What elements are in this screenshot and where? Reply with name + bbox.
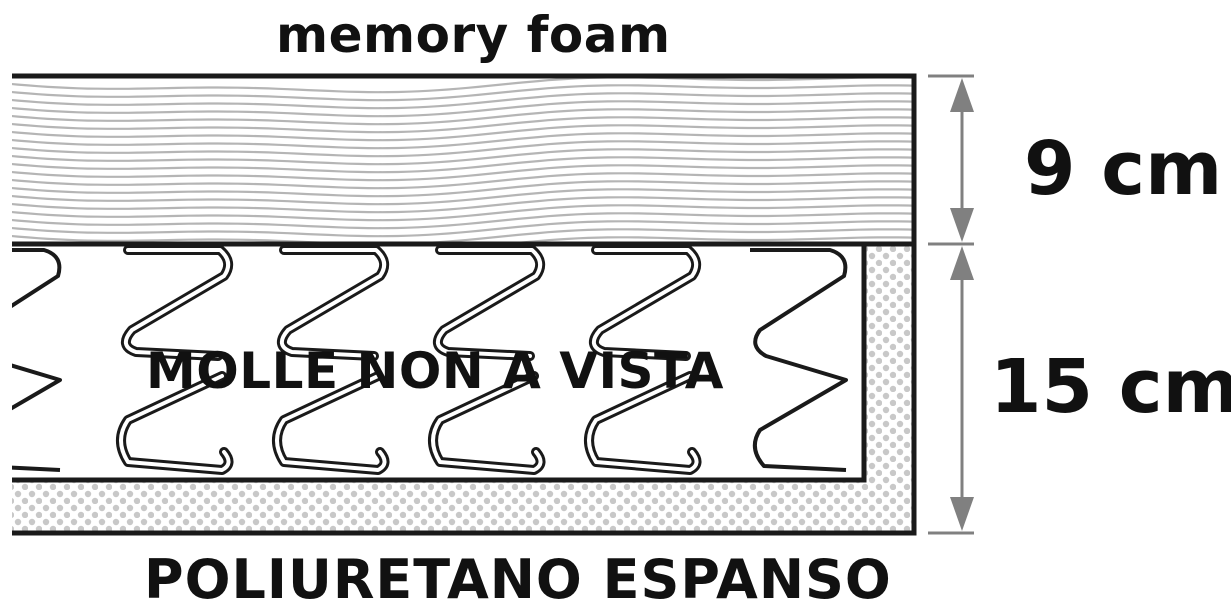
foam-wave-line	[12, 84, 912, 102]
spring-coil-highlight	[431, 248, 543, 472]
arrowhead-bottom-down	[950, 497, 974, 531]
spring-coil-highlight	[275, 248, 387, 472]
foam-wave-line	[12, 236, 912, 244]
foam-wave-line	[12, 148, 912, 166]
spring-coil-edge	[12, 248, 62, 472]
memory-foam-label: memory foam	[276, 6, 671, 64]
foam-wave-line	[12, 92, 912, 110]
foam-wave-line	[12, 124, 912, 142]
foam-wave-line	[12, 116, 912, 134]
spring-coil-highlight	[119, 248, 231, 472]
top-thickness-label: 9 cm	[1024, 126, 1223, 212]
spring-coil-edge	[750, 248, 848, 472]
springs-label: MOLLE NON A VISTA	[146, 342, 724, 400]
foam-wave-line	[12, 78, 912, 94]
foam-wave-line	[12, 156, 912, 174]
spring-coils	[12, 246, 848, 475]
foam-wave-line	[12, 188, 912, 206]
foam-wave-line	[12, 108, 912, 126]
foam-wave-lines	[12, 78, 912, 244]
foam-wave-line	[12, 180, 912, 198]
spring-coil-highlight	[587, 248, 699, 472]
foam-wave-line	[12, 212, 912, 230]
foam-wave-line	[12, 220, 912, 238]
foam-wave-line	[12, 228, 912, 244]
polyurethane-label: POLIURETANO ESPANSO	[144, 548, 892, 611]
arrowhead-top-down	[950, 208, 974, 242]
foam-wave-line	[12, 204, 912, 222]
dimension-arrows	[928, 74, 974, 535]
foam-wave-line	[12, 100, 912, 118]
foam-wave-line	[12, 140, 912, 158]
foam-wave-line	[12, 196, 912, 214]
foam-wave-line	[12, 172, 912, 190]
bottom-thickness-label: 15 cm	[990, 344, 1231, 430]
layer-outlines	[12, 73, 917, 536]
foam-wave-line	[12, 132, 912, 150]
arrowhead-bottom-up	[950, 246, 974, 280]
arrowhead-top-up	[950, 78, 974, 112]
foam-wave-line	[12, 164, 912, 182]
